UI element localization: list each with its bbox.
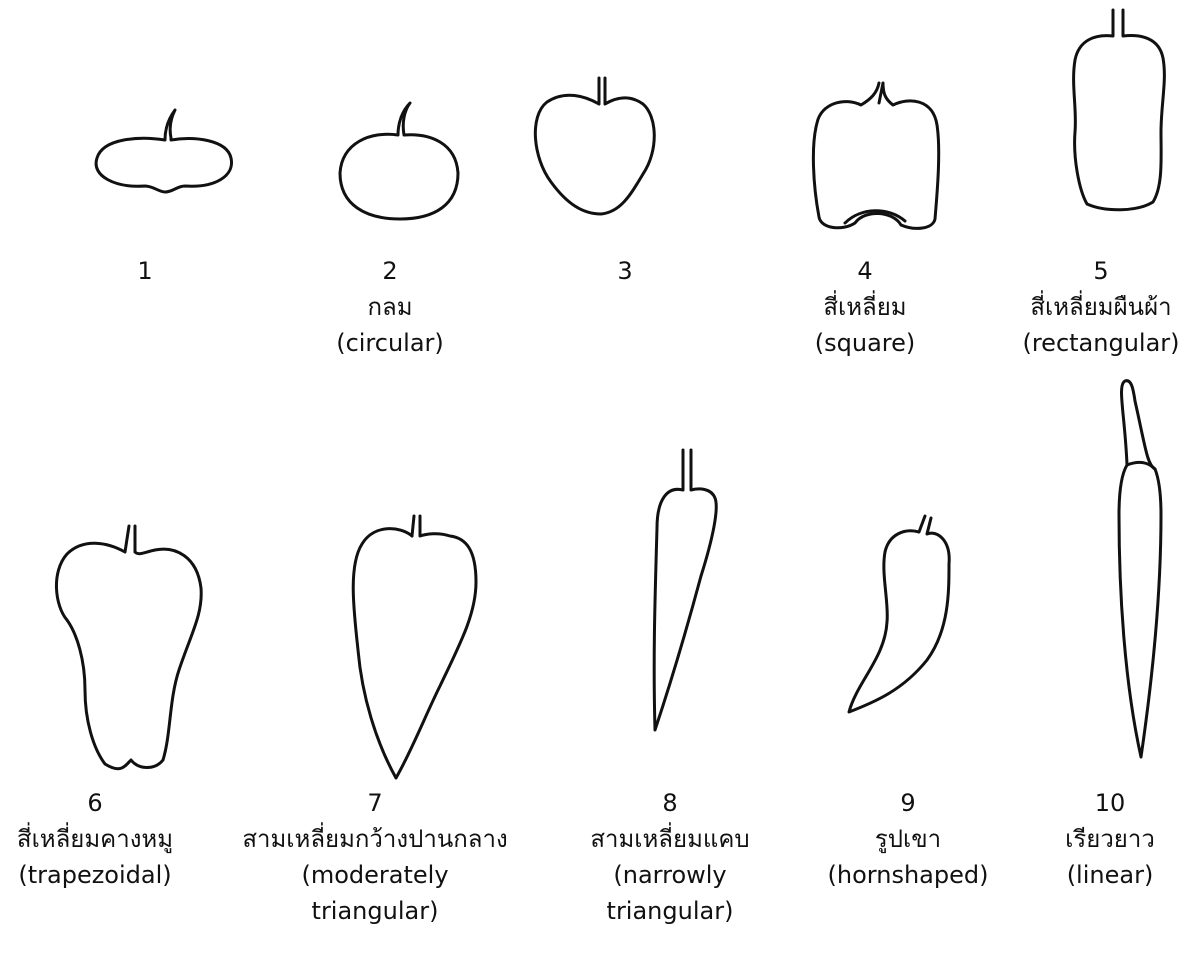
shape-name-thai: สามเหลี่ยมกว้างปานกลาง bbox=[215, 821, 535, 857]
caption-3: 3 bbox=[525, 253, 725, 289]
shape-number: 6 bbox=[0, 785, 190, 821]
caption-10: 10 เรียวยาว (linear) bbox=[1030, 785, 1190, 893]
shape-number: 7 bbox=[215, 785, 535, 821]
shape-name-english: (linear) bbox=[1030, 857, 1190, 893]
shape-name-english: (rectangular) bbox=[1008, 325, 1194, 361]
fruit-shape-8-narrowly-triangular bbox=[635, 448, 735, 738]
fruit-shape-9-hornshaped bbox=[845, 512, 975, 727]
shape-number: 5 bbox=[1008, 253, 1194, 289]
caption-6: 6 สี่เหลี่ยมคางหมู (trapezoidal) bbox=[0, 785, 190, 893]
shape-name-thai: สี่เหลี่ยม bbox=[765, 289, 965, 325]
shape-name-thai: สี่เหลี่ยมผืนผ้า bbox=[1008, 289, 1194, 325]
shape-name-english: (hornshaped) bbox=[808, 857, 1008, 893]
fruit-shape-10-linear bbox=[1105, 375, 1180, 765]
caption-4: 4 สี่เหลี่ยม (square) bbox=[765, 253, 965, 361]
shape-name-thai: สามเหลี่ยมแคบ bbox=[560, 821, 780, 857]
fruit-shape-3-heart bbox=[525, 72, 665, 227]
shape-number: 1 bbox=[45, 253, 245, 289]
caption-1: 1 bbox=[45, 253, 245, 289]
shape-number: 2 bbox=[290, 253, 490, 289]
shape-number: 10 bbox=[1030, 785, 1190, 821]
fruit-shape-5-rectangular bbox=[1065, 8, 1175, 218]
shape-name-english: (square) bbox=[765, 325, 965, 361]
fruit-shape-7-moderately-triangular bbox=[340, 510, 490, 790]
shape-name-english-line2: triangular) bbox=[215, 893, 535, 929]
shape-number: 4 bbox=[765, 253, 965, 289]
shape-number: 3 bbox=[525, 253, 725, 289]
fruit-shape-4-square bbox=[805, 75, 945, 235]
shape-name-thai: เรียวยาว bbox=[1030, 821, 1190, 857]
caption-8: 8 สามเหลี่ยมแคบ (narrowly triangular) bbox=[560, 785, 780, 929]
fruit-shape-6-trapezoidal bbox=[45, 520, 210, 780]
caption-9: 9 รูปเขา (hornshaped) bbox=[808, 785, 1008, 893]
shape-name-english: (moderately bbox=[215, 857, 535, 893]
shape-number: 8 bbox=[560, 785, 780, 821]
caption-5: 5 สี่เหลี่ยมผืนผ้า (rectangular) bbox=[1008, 253, 1194, 361]
shape-name-english: (circular) bbox=[290, 325, 490, 361]
shape-name-english: (trapezoidal) bbox=[0, 857, 190, 893]
shape-name-english-line2: triangular) bbox=[560, 893, 780, 929]
fruit-shape-1-oblate bbox=[85, 100, 245, 230]
shape-number: 9 bbox=[808, 785, 1008, 821]
fruit-shape-2-circular bbox=[330, 95, 470, 235]
caption-7: 7 สามเหลี่ยมกว้างปานกลาง (moderately tri… bbox=[215, 785, 535, 929]
shape-name-thai: สี่เหลี่ยมคางหมู bbox=[0, 821, 190, 857]
caption-2: 2 กลม (circular) bbox=[290, 253, 490, 361]
shape-name-english: (narrowly bbox=[560, 857, 780, 893]
shape-name-thai: รูปเขา bbox=[808, 821, 1008, 857]
shape-name-thai: กลม bbox=[290, 289, 490, 325]
